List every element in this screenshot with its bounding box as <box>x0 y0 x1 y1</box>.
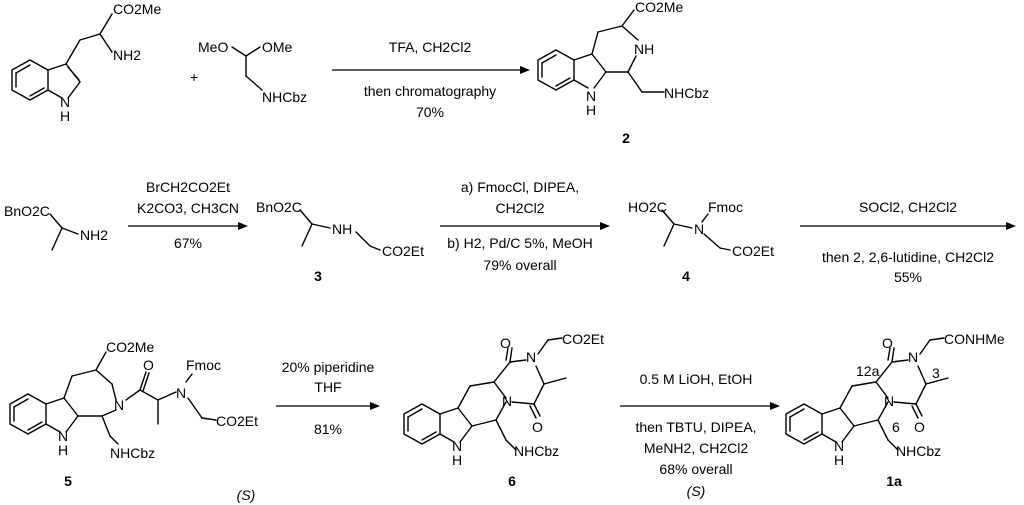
compound-5-structure: CO2Me N NHCbz N H O N Fmoc CO2Et <box>9 339 258 461</box>
compound-3-structure: BnO2C NH CO2Et <box>256 199 424 259</box>
label-indole-h: H <box>60 108 70 124</box>
c5-n: N <box>114 397 124 413</box>
reagent-3c: b) H2, Pd/C 5%, MeOH <box>447 235 593 251</box>
reagent-1b: then chromatography <box>364 83 496 99</box>
c1a-conhme: CONHMe <box>944 331 1005 347</box>
c4-ho2c: HO2C <box>628 199 667 215</box>
c5-nhcbz: NHCbz <box>110 445 155 461</box>
c2-indole-h: H <box>586 102 596 118</box>
reagent-5a: 20% piperidine <box>282 359 375 375</box>
c5-n2: N <box>176 385 186 401</box>
c6-indole-h: H <box>452 452 462 468</box>
reagent-3a: a) FmocCl, DIPEA, <box>461 179 579 195</box>
c1a-indole-n: N <box>834 438 844 454</box>
c5-co2et: CO2Et <box>216 413 258 429</box>
compound-3-label: 3 <box>314 268 322 284</box>
c6-n: N <box>526 349 536 365</box>
compound-1a-structure: O N CONHMe O N NHCbz N H 12a 3 6 <box>785 331 1005 468</box>
c3-bno2c: BnO2C <box>256 199 302 215</box>
plus-sign: + <box>190 69 198 85</box>
reagent-6a: 0.5 M LiOH, EtOH <box>640 371 753 387</box>
reagent-5c: 81% <box>314 421 342 437</box>
c6-nhcbz: NHCbz <box>514 443 559 459</box>
label-meo: MeO <box>198 39 228 55</box>
c1a-pos3: 3 <box>932 365 940 381</box>
label-indole-n: N <box>60 94 70 110</box>
label-nh2: NH2 <box>113 47 141 63</box>
c5-o: O <box>143 357 154 373</box>
compound-5-label: 5 <box>64 473 72 489</box>
stereo-label-5: (S) <box>237 487 256 503</box>
c1a-n: N <box>908 349 918 365</box>
reagent-6c: MeNH2, CH2Cl2 <box>644 440 748 456</box>
compound-4-structure: HO2C N Fmoc CO2Et <box>628 199 774 259</box>
reagent-2c: 67% <box>174 235 202 251</box>
reagent-5b: THF <box>314 379 341 395</box>
reagent-3b: CH2Cl2 <box>495 200 544 216</box>
c3-co2et: CO2Et <box>382 243 424 259</box>
c1a-indole-h: H <box>834 452 844 468</box>
c1a-pos6: 6 <box>892 419 900 435</box>
c5-indole-h: H <box>58 442 68 458</box>
c2-nh: NH <box>634 41 654 57</box>
c2-indole-n: N <box>586 88 596 104</box>
reagent-6b: then TBTU, DIPEA, <box>635 419 756 435</box>
reagent-6d: 68% overall <box>659 461 732 477</box>
reagent-4c: 55% <box>894 269 922 285</box>
c2-co2me: CO2Me <box>635 0 683 15</box>
reagent-2b: K2CO3, CH3CN <box>137 200 239 216</box>
c2-nhcbz: NHCbz <box>664 85 709 101</box>
reagent-3d: 79% overall <box>483 257 556 273</box>
reagent-1a: TFA, CH2Cl2 <box>389 39 472 55</box>
c1a-nhcbz: NHCbz <box>896 443 941 459</box>
c6-n2: N <box>502 393 512 409</box>
c6-co2et: CO2Et <box>562 331 604 347</box>
compound-6-structure: O N CO2Et O N NHCbz N H <box>403 331 604 468</box>
c6-indole-n: N <box>452 438 462 454</box>
reagent-2a: BrCH2CO2Et <box>146 179 230 195</box>
c5-co2me: CO2Me <box>106 339 154 355</box>
c1a-o1: O <box>882 335 893 351</box>
reagent-1c: 70% <box>416 104 444 120</box>
c1a-n2: N <box>884 393 894 409</box>
label-co2me: CO2Me <box>113 1 161 17</box>
c6-o1: O <box>500 335 511 351</box>
tryptophan-methyl-ester: CO2Me NH2 N H <box>11 1 161 124</box>
compound-2-structure: CO2Me NH NHCbz N H <box>537 0 709 118</box>
reagent-6e: (S) <box>687 483 706 499</box>
c3-nh: NH <box>332 221 352 237</box>
c1a-o2: O <box>914 419 925 435</box>
c4-co2et: CO2Et <box>732 243 774 259</box>
c5-indole-n: N <box>58 428 68 444</box>
c4-n: N <box>694 221 704 237</box>
c4-fmoc: Fmoc <box>708 199 743 215</box>
label-ome: OMe <box>262 39 293 55</box>
c1a-pos12a: 12a <box>856 363 880 379</box>
label-nhcbz: NHCbz <box>262 89 307 105</box>
acetal-reagent: MeO OMe NHCbz <box>198 39 307 105</box>
compound-4-label: 4 <box>682 268 690 284</box>
alanine-benzyl-ester: BnO2C NH2 <box>4 203 108 251</box>
label-bno2c: BnO2C <box>4 203 50 219</box>
label-nh2-ala: NH2 <box>80 227 108 243</box>
reagent-4a: SOCl2, CH2Cl2 <box>859 199 957 215</box>
compound-2-label: 2 <box>622 130 630 146</box>
c6-o2: O <box>532 419 543 435</box>
c5-fmoc: Fmoc <box>186 357 221 373</box>
compound-1a-label: 1a <box>886 473 902 489</box>
compound-6-label: 6 <box>508 473 516 489</box>
reagent-4b: then 2, 2,6-lutidine, CH2Cl2 <box>822 249 994 265</box>
